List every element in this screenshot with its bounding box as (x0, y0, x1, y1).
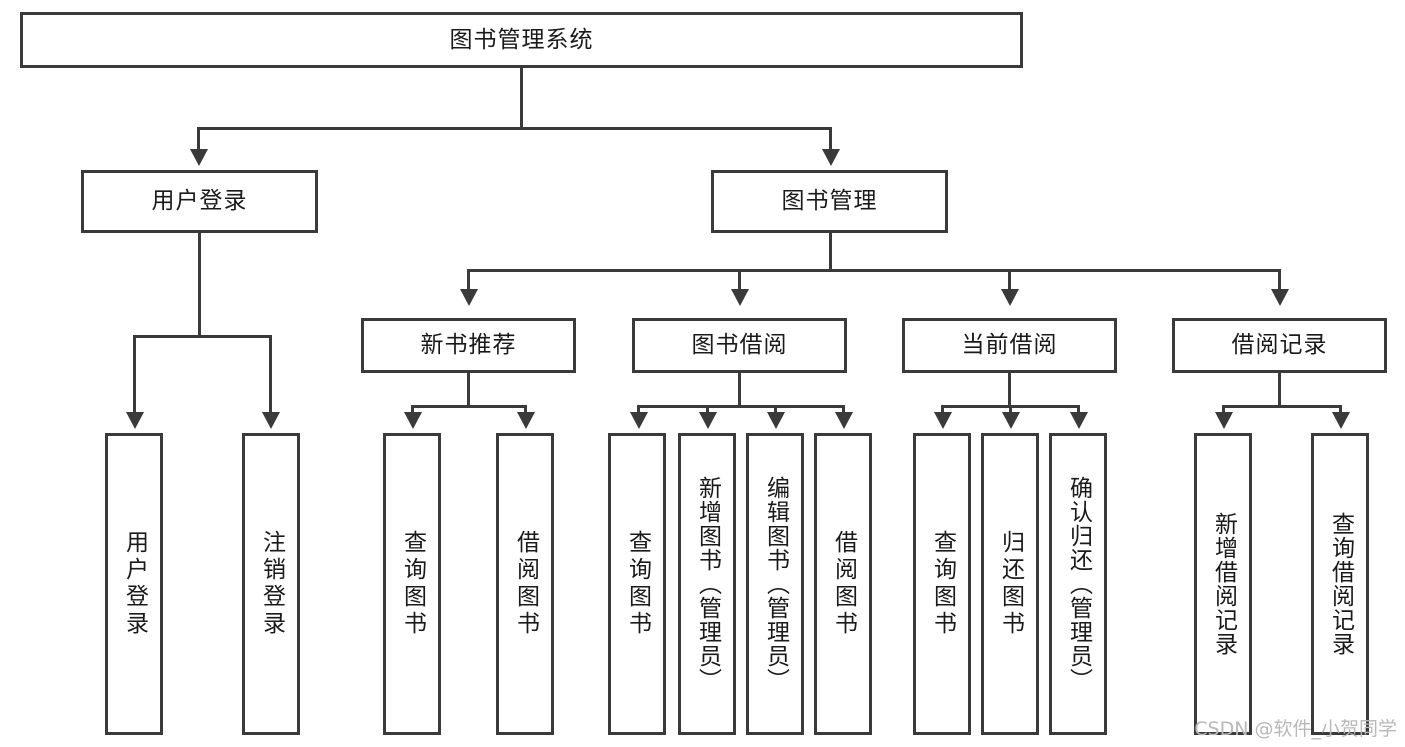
connector-bookmgmt-to-newbook (467, 269, 470, 291)
arrowhead-newbook-to-leaf1 (404, 412, 422, 429)
leaf-newbook-query-book[interactable]: 查询图书 (383, 433, 441, 735)
connector-records-stem (1278, 373, 1281, 407)
arrowhead-bookborrow-to-leaf2 (699, 412, 717, 429)
arrowhead-currentborrow-to-leaf2 (1002, 412, 1020, 429)
arrowhead-bookmgmt-to-borrow (731, 289, 749, 306)
connector-userlogin-stem (198, 233, 201, 338)
connector-bookmgmt-stem (829, 233, 832, 271)
node-book-management[interactable]: 图书管理 (711, 170, 948, 233)
node-label: 图书借阅 (691, 332, 788, 359)
node-label: 用户登录 (151, 188, 248, 215)
node-label: 注销登录 (258, 530, 285, 638)
arrowhead-userlogin-to-leaf2 (262, 412, 280, 429)
arrowhead-root-to-bookmgmt (822, 149, 840, 166)
node-label: 归还图书 (997, 530, 1024, 638)
connector-bookborrow-to-leaf4 (842, 405, 845, 414)
node-label: 查询借阅记录 (1327, 512, 1354, 656)
arrowhead-records-to-leaf2 (1332, 412, 1350, 429)
leaf-newbook-borrow-book[interactable]: 借阅图书 (496, 433, 554, 735)
connector-records-to-leaf1 (1222, 405, 1225, 414)
node-root-system[interactable]: 图书管理系统 (20, 12, 1023, 68)
node-label: 查询图书 (399, 530, 426, 638)
node-label: 借阅图书 (830, 530, 857, 638)
connector-newbook-bus (411, 405, 527, 408)
leaf-currentborrow-return-book[interactable]: 归还图书 (981, 433, 1039, 735)
connector-root-bus (197, 127, 832, 130)
arrowhead-bookborrow-to-leaf1 (630, 412, 648, 429)
connector-newbook-to-leaf1 (411, 405, 414, 414)
connector-currentborrow-to-leaf1 (941, 405, 944, 414)
connector-root-to-bookmgmt (829, 127, 832, 151)
node-label: 查询图书 (929, 530, 956, 638)
connector-records-to-leaf2 (1339, 405, 1342, 414)
node-label: 新增借阅记录 (1210, 512, 1237, 656)
arrowhead-root-to-userlogin (190, 149, 208, 166)
node-label: 借阅记录 (1231, 332, 1328, 359)
node-label: 借阅图书 (512, 530, 539, 638)
leaf-user-login-signout[interactable]: 注销登录 (242, 433, 300, 735)
node-borrow-records[interactable]: 借阅记录 (1172, 318, 1387, 373)
leaf-bookborrow-query-book[interactable]: 查询图书 (608, 433, 666, 735)
node-label: 查询图书 (624, 530, 651, 638)
arrowhead-newbook-to-leaf2 (517, 412, 535, 429)
node-label: 当前借阅 (961, 332, 1058, 359)
node-new-book-recommend[interactable]: 新书推荐 (361, 318, 576, 373)
connector-currentborrow-to-leaf2 (1009, 405, 1012, 414)
leaf-currentborrow-query-book[interactable]: 查询图书 (913, 433, 971, 735)
leaf-records-add-record[interactable]: 新增借阅记录 (1194, 433, 1252, 735)
arrowhead-currentborrow-to-leaf3 (1070, 412, 1088, 429)
arrowhead-records-to-leaf1 (1215, 412, 1233, 429)
connector-userlogin-to-leaf1 (133, 335, 136, 414)
node-book-borrow[interactable]: 图书借阅 (632, 318, 847, 373)
connector-records-bus (1222, 405, 1342, 408)
connector-currentborrow-to-leaf3 (1077, 405, 1080, 414)
connector-userlogin-to-leaf2 (269, 335, 272, 414)
arrowhead-bookmgmt-to-current (1001, 289, 1019, 306)
connector-newbook-stem (467, 373, 470, 407)
node-label: 图书管理 (781, 188, 878, 215)
connector-bookmgmt-to-borrow (738, 269, 741, 291)
connector-currentborrow-stem (1008, 373, 1011, 407)
node-label: 新书推荐 (420, 332, 517, 359)
arrowhead-bookmgmt-to-newbook (460, 289, 478, 306)
arrowhead-userlogin-to-leaf1 (126, 412, 144, 429)
connector-bookmgmt-to-current (1008, 269, 1011, 291)
node-label: 确认归还（管理员） (1065, 476, 1092, 692)
connector-userlogin-bus (133, 335, 272, 338)
arrowhead-bookmgmt-to-records (1271, 289, 1289, 306)
leaf-bookborrow-add-book-admin[interactable]: 新增图书（管理员） (678, 433, 736, 735)
arrowhead-bookborrow-to-leaf3 (767, 412, 785, 429)
node-label: 编辑图书（管理员） (762, 476, 789, 692)
connector-bookmgmt-bus (467, 269, 1281, 272)
connector-root-stem (520, 68, 523, 127)
connector-root-to-userlogin (197, 127, 200, 151)
arrowhead-currentborrow-to-leaf1 (934, 412, 952, 429)
leaf-bookborrow-edit-book-admin[interactable]: 编辑图书（管理员） (746, 433, 804, 735)
connector-newbook-to-leaf2 (524, 405, 527, 414)
leaf-records-query-record[interactable]: 查询借阅记录 (1311, 433, 1369, 735)
leaf-bookborrow-borrow-book[interactable]: 借阅图书 (814, 433, 872, 735)
node-label: 图书管理系统 (449, 26, 594, 53)
connector-bookborrow-to-leaf1 (637, 405, 640, 414)
connector-bookmgmt-to-records (1278, 269, 1281, 291)
node-label: 用户登录 (121, 530, 148, 638)
node-label: 新增图书（管理员） (694, 476, 721, 692)
leaf-user-login-signin[interactable]: 用户登录 (105, 433, 163, 735)
leaf-currentborrow-confirm-return-admin[interactable]: 确认归还（管理员） (1049, 433, 1107, 735)
connector-bookborrow-to-leaf3 (774, 405, 777, 414)
connector-bookborrow-stem (738, 373, 741, 407)
node-user-login[interactable]: 用户登录 (81, 170, 318, 233)
arrowhead-bookborrow-to-leaf4 (835, 412, 853, 429)
watermark-text: CSDN @软件_小贺同学 (1194, 718, 1397, 740)
connector-bookborrow-to-leaf2 (706, 405, 709, 414)
connector-bookborrow-bus (637, 405, 845, 408)
node-current-borrow[interactable]: 当前借阅 (902, 318, 1117, 373)
